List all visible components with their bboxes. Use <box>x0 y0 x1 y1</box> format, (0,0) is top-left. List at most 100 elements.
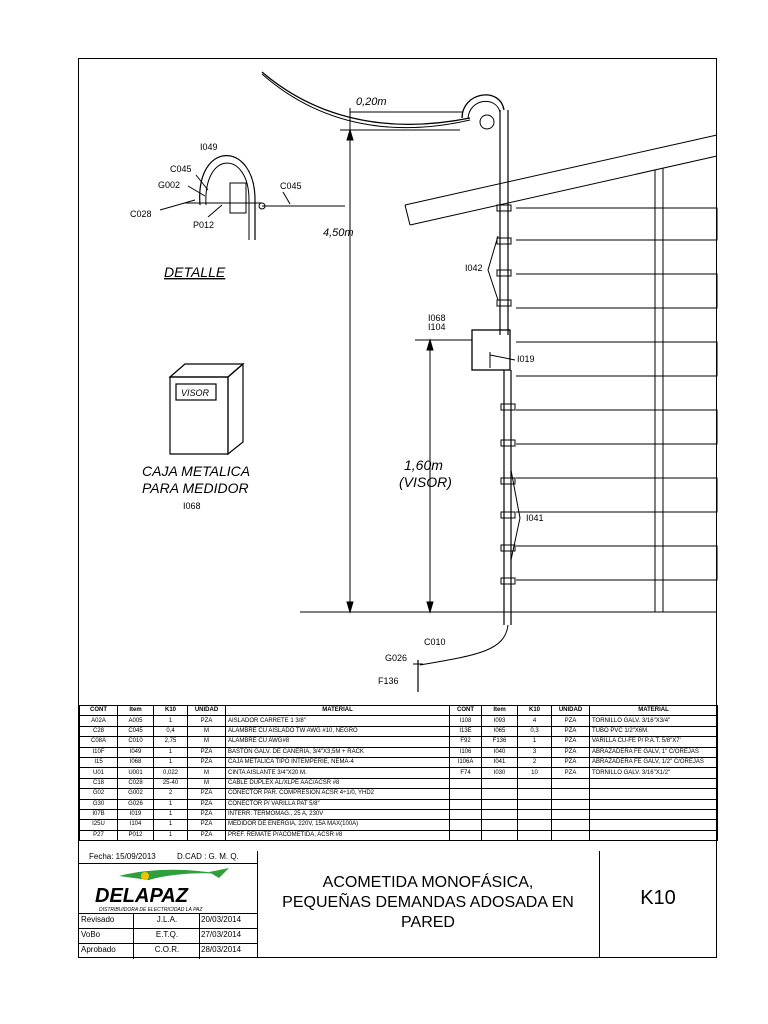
detail-title: DETALLE <box>164 264 226 280</box>
label-p012: P012 <box>193 220 214 230</box>
leader-i041 <box>510 469 521 561</box>
table-cell: G002 <box>117 788 154 800</box>
table-cell: 1 <box>153 746 188 758</box>
table-cell: INTERR. TERMOMAG., 25 A, 230V <box>225 808 450 821</box>
table-cell: PZA <box>187 746 226 758</box>
title-line-2: PEQUEÑAS DEMANDAS ADOSADA EN <box>282 894 574 911</box>
table-cell: 2 <box>517 756 552 769</box>
label-c028: C028 <box>130 209 152 219</box>
table-cell: 0,3 <box>517 725 552 738</box>
table-cell: TORNILLO GALV. 3/16"X3/4" <box>589 715 718 727</box>
table-cell <box>551 777 590 790</box>
logo: DELAPAZ DISTRIBUIDORA DE ELECTRICIDAD LA… <box>79 863 257 914</box>
signoff-cell: C.O.R. <box>154 945 180 954</box>
table-cell: F136 <box>481 736 518 748</box>
table-cell <box>551 819 590 831</box>
table-header-cell: CONT <box>79 704 118 717</box>
label-i041: I041 <box>526 513 544 523</box>
table-cell <box>551 798 590 810</box>
table-cell <box>449 788 482 800</box>
table-header-cell: K10 <box>517 704 552 717</box>
table-cell: 3 <box>517 746 552 758</box>
table-cell: 1 <box>153 819 188 831</box>
table-cell: I15 <box>79 756 118 769</box>
table-cell: PZA <box>187 756 226 769</box>
table-cell: M <box>187 725 226 738</box>
table-cell: CABLE DUPLEX AL/XLPE AAC/ACSR #8 <box>225 777 450 790</box>
label-c045-a: C045 <box>170 164 192 174</box>
table-cell: I104 <box>117 819 154 831</box>
box-caption-2: PARA MEDIDOR <box>142 480 249 496</box>
title-line-3: PARED <box>401 914 455 931</box>
table-cell: I108 <box>449 715 482 727</box>
table-cell <box>551 829 590 842</box>
table-cell: PZA <box>551 725 590 738</box>
table-cell: C18 <box>79 777 118 790</box>
label-g002: G002 <box>158 180 180 190</box>
label-c010: C010 <box>424 637 446 647</box>
table-cell: P27 <box>79 829 118 842</box>
label-i104: I104 <box>428 322 446 332</box>
table-cell <box>517 808 552 821</box>
table-cell: C08A <box>79 736 118 748</box>
dim-visor-1: 1,60m <box>404 457 443 473</box>
label-i049: I049 <box>200 142 218 152</box>
table-header-cell: CONT <box>449 704 482 717</box>
table-cell: BASTON GALV. DE CAÑERIA, 3/4"X3,5M + RAC… <box>225 746 450 758</box>
table-cell: 2 <box>153 788 188 800</box>
table-cell: G026 <box>117 798 154 810</box>
box-code: I068 <box>183 501 201 511</box>
service-mast-hook <box>461 94 505 119</box>
label-c045-b: C045 <box>280 181 302 191</box>
table-cell: PZA <box>551 736 590 748</box>
signoff-cell: Revisado <box>81 915 115 924</box>
signoff-cell: VoBo <box>81 930 101 939</box>
dcad: D.CAD : G. M. Q. <box>177 852 239 861</box>
table-cell <box>589 788 718 800</box>
table-cell <box>449 819 482 831</box>
table-cell: 0,022 <box>153 767 188 779</box>
svg-text:DISTRIBUIDORA DE ELECTRICIDAD: DISTRIBUIDORA DE ELECTRICIDAD LA PAZ <box>99 907 203 913</box>
table-cell <box>589 808 718 821</box>
table-cell: PZA <box>187 788 226 800</box>
table-cell <box>589 798 718 810</box>
table-cell: 4 <box>517 715 552 727</box>
table-cell: I040 <box>481 746 518 758</box>
box-visor-label: VISOR <box>181 388 210 398</box>
dim-visor-2: (VISOR) <box>399 474 452 490</box>
insulator <box>479 114 495 130</box>
signoff-cell: 28/03/2014 <box>201 945 242 954</box>
table-header-cell: UNIDAD <box>551 704 590 717</box>
drawing-code: K10 <box>640 887 676 909</box>
table-cell: 1 <box>153 715 188 727</box>
table-cell: CONECTOR PAR. COMPRESION ACSR 4÷1/0, YHD… <box>225 788 450 800</box>
table-cell: G02 <box>79 788 118 800</box>
ground-wire <box>419 624 509 666</box>
table-cell: CONECTOR P/ VARILLA PAT 5/8" <box>225 798 450 810</box>
table-cell: I25U <box>79 819 118 831</box>
table-cell: M <box>187 736 226 748</box>
table-cell: TUBO PVC 1/2"X6M. <box>589 725 718 738</box>
table-cell <box>517 788 552 800</box>
table-cell: I049 <box>117 746 154 758</box>
table-cell: M <box>187 777 226 790</box>
table-cell: MEDIDOR DE ENERGIA, 220V, 15A MAX(100A) <box>225 819 450 831</box>
table-cell <box>517 819 552 831</box>
table-cell: 1 <box>517 736 552 748</box>
dim-top: 0,20m <box>356 96 387 108</box>
table-cell: 10 <box>517 767 552 779</box>
table-cell: PZA <box>187 819 226 831</box>
table-cell <box>481 798 518 810</box>
title-block: Fecha: 15/09/2013 D.CAD : G. M. Q. DELAP… <box>79 851 717 959</box>
logo-icon: DELAPAZ DISTRIBUIDORA DE ELECTRICIDAD LA… <box>95 868 229 913</box>
table-cell: PREF. REMATE P/ACOMETIDA, ACSR #8 <box>225 829 450 842</box>
meter-box <box>471 329 511 371</box>
